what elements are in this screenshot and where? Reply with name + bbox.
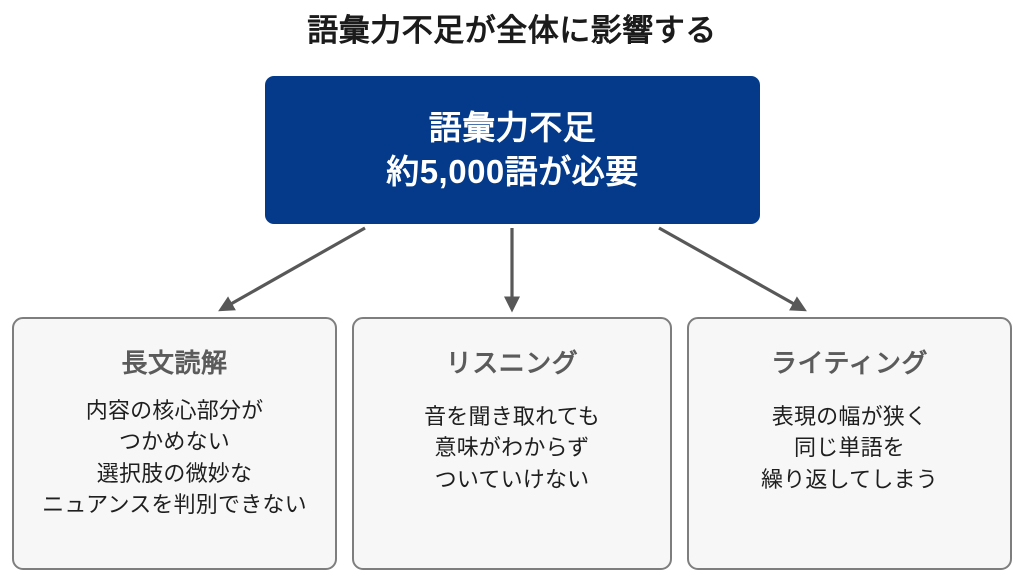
root-node-vocabulary-shortage: 語彙力不足 約5,000語が必要 xyxy=(265,76,760,224)
leaf-node-reading: 長文読解 内容の核心部分が つかめない 選択肢の微妙な ニュアンスを判別できない xyxy=(12,317,337,570)
leaf-heading-reading: 長文読解 xyxy=(121,348,228,378)
leaf-heading-listening: リスニング xyxy=(445,348,579,378)
page-title: 語彙力不足が全体に影響する xyxy=(307,13,717,48)
root-node-line-2: 約5,000語が必要 xyxy=(386,153,639,190)
arrow-root-to-writing xyxy=(658,226,807,312)
root-node-line-1: 語彙力不足 xyxy=(428,109,597,147)
leaf-node-writing: ライティング 表現の幅が狭く 同じ単語を 繰り返してしまう xyxy=(687,317,1012,570)
leaf-node-listening: リスニング 音を聞き取れても 意味がわからず ついていけない xyxy=(352,317,672,570)
arrow-root-to-reading xyxy=(218,226,366,312)
leaf-body-listening: 音を聞き取れても 意味がわからず ついていけない xyxy=(424,404,600,492)
leaf-heading-writing: ライティング xyxy=(771,348,928,378)
leaf-body-writing: 表現の幅が狭く 同じ単語を 繰り返してしまう xyxy=(761,404,938,492)
leaf-body-reading: 内容の核心部分が つかめない 選択肢の微妙な ニュアンスを判別できない xyxy=(42,398,307,517)
